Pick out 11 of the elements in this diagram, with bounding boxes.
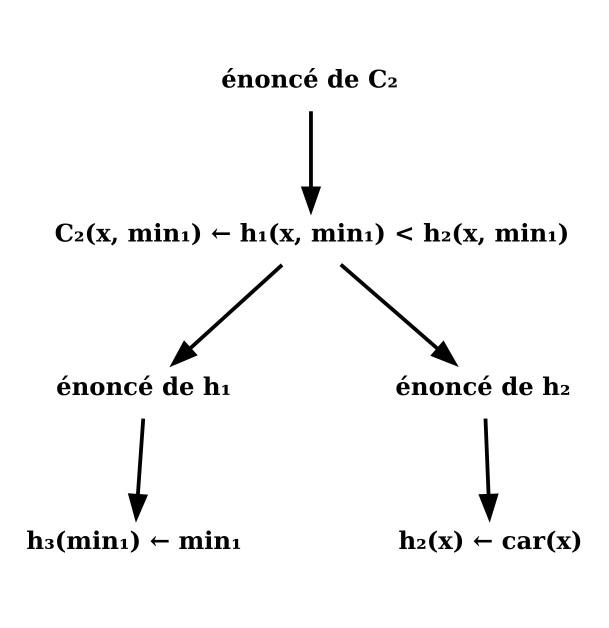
node-text: énoncé de C₂ bbox=[221, 64, 398, 94]
arrow bbox=[340, 263, 459, 368]
node-text: énoncé de h₂ bbox=[395, 372, 571, 402]
arrow bbox=[169, 264, 284, 368]
node-text: énoncé de h₁ bbox=[56, 372, 232, 402]
arrow bbox=[128, 418, 148, 523]
arrow bbox=[300, 111, 322, 216]
node-text: h₃(min₁) ← min₁ bbox=[26, 526, 242, 555]
node-text: C₂(x, min₁) ← h₁(x, min₁) < h₂(x, min₁) bbox=[54, 218, 570, 248]
arrow bbox=[478, 418, 499, 523]
node-text: h₂(x) ← car(x) bbox=[398, 526, 583, 555]
